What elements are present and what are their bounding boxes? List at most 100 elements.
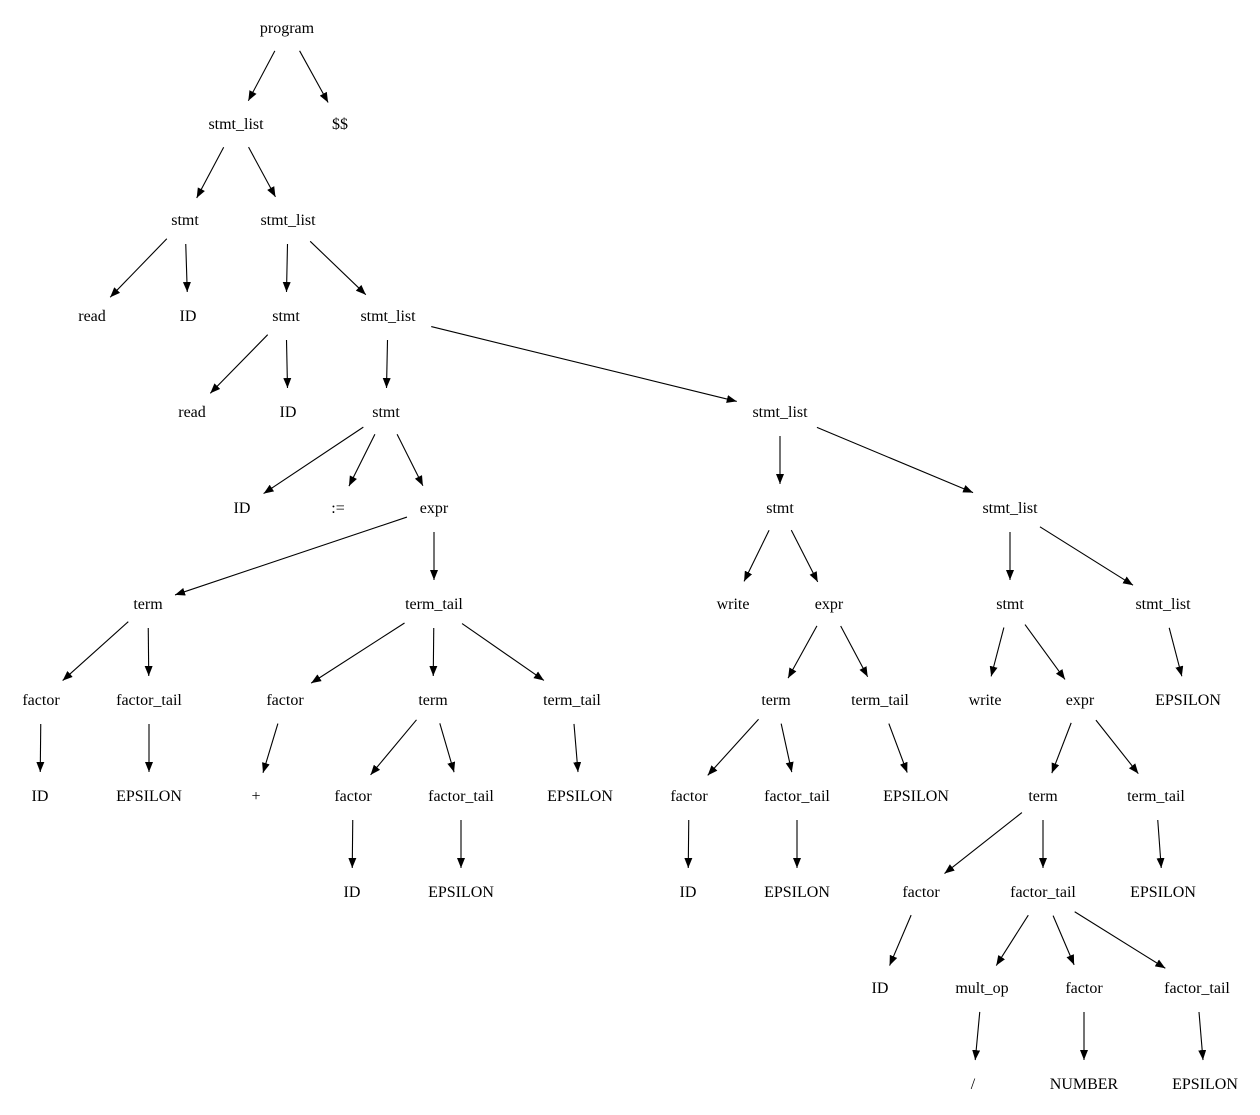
tree-edge-arrow [743,530,770,582]
tree-node-term-tail: term_tail [1127,788,1185,805]
tree-edge-arrow [1156,819,1165,869]
tree-edge-arrow [382,339,391,389]
tree-node-term-tail: term_tail [405,596,463,613]
tree-node-epsilon: EPSILON [1155,692,1221,709]
tree-edge-arrow [439,723,456,773]
tree-edge-arrow [787,625,818,679]
tree-node-id: ID [234,500,251,517]
tree-node-mult-op: mult_op [955,980,1008,997]
tree-node-epsilon: EPSILON [883,788,949,805]
edges [36,50,1207,1061]
tree-edge-arrow [182,243,191,293]
tree-node-read: read [178,404,206,421]
tree-node-: $$ [332,116,348,133]
tree-node-term: term [133,596,163,613]
tree-node-id: ID [872,980,889,997]
tree-edge-arrow [310,622,405,684]
tree-edge-arrow [1039,526,1134,586]
tree-edge-arrow [209,334,269,394]
tree-node-program: program [260,20,315,37]
tree-node-id: ID [32,788,49,805]
tree-node-stmt-list: stmt_list [752,404,808,421]
tree-node-stmt-list: stmt_list [1135,596,1191,613]
tree-node-term: term [761,692,791,709]
tree-edge-arrow [283,339,292,389]
tree-node-factor-tail: factor_tail [116,692,182,709]
tree-edge-arrow [348,433,376,487]
tree-node-factor-tail: factor_tail [764,788,830,805]
tree-node-epsilon: EPSILON [1172,1076,1238,1093]
tree-node-factor: factor [1065,980,1103,997]
tree-edge-arrow [262,723,279,773]
tree-node-write: write [717,596,750,613]
tree-node-epsilon: EPSILON [428,884,494,901]
tree-node-factor: factor [670,788,708,805]
tree-edge-arrow [840,625,869,678]
tree-edge-arrow [196,146,225,199]
tree-node-factor: factor [902,884,940,901]
tree-edge-arrow [1052,915,1075,966]
tree-node-term: term [1028,788,1058,805]
tree-edge-arrow [888,723,908,773]
tree-edge-arrow [790,529,819,583]
tree-node-stmt: stmt [996,596,1024,613]
tree-node-factor: factor [22,692,60,709]
tree-node-factor-tail: factor_tail [1164,980,1230,997]
tree-node-id: ID [180,308,197,325]
tree-edge-arrow [370,719,417,776]
tree-node-factor-tail: factor_tail [428,788,494,805]
tree-edge-arrow [348,819,357,869]
tree-node-stmt-list: stmt_list [360,308,416,325]
tree-node-stmt: stmt [272,308,300,325]
tree-edge-arrow [62,621,129,681]
tree-edge-arrow [816,426,974,494]
tree-edge-arrow [299,50,329,103]
tree-node-: := [331,500,344,517]
tree-edge-arrow [995,914,1029,966]
tree-node-expr: expr [1066,692,1095,709]
tree-node-expr: expr [815,596,844,613]
tree-edge-arrow [309,240,367,296]
tree-node-: + [251,788,260,805]
tree-node-expr: expr [420,500,449,517]
tree-node-stmt: stmt [372,404,400,421]
tree-node-term: term [418,692,448,709]
tree-node-stmt-list: stmt_list [208,116,264,133]
tree-edge-arrow [780,723,794,773]
tree-node-factor-tail: factor_tail [1010,884,1076,901]
tree-edge-arrow [889,914,912,966]
tree-edge-arrow [684,819,693,869]
tree-node-: / [971,1076,976,1093]
tree-node-id: ID [680,884,697,901]
tree-edge-arrow [1095,719,1139,775]
tree-edge-arrow [36,723,45,773]
tree-edge-arrow [1168,627,1184,677]
tree-edge-arrow [431,326,737,403]
tree-node-write: write [969,692,1002,709]
tree-node-number: NUMBER [1050,1076,1119,1093]
tree-edge-arrow [144,627,153,677]
tree-edge-arrow [247,50,276,102]
tree-edge-arrow [944,812,1023,874]
tree-edge-arrow [109,238,168,298]
tree-node-stmt-list: stmt_list [982,500,1038,517]
tree-edge-arrow [174,516,408,596]
tree-node-id: ID [280,404,297,421]
tree-edge-arrow [1074,911,1166,969]
tree-edge-arrow [989,627,1005,677]
tree-edge-arrow [396,433,424,487]
tree-node-epsilon: EPSILON [547,788,613,805]
tree-node-id: ID [344,884,361,901]
tree-edge-arrow [573,723,582,773]
tree-edge-arrow [429,627,438,677]
tree-node-term-tail: term_tail [543,692,601,709]
tree-edge-arrow [1024,624,1066,680]
tree-edge-arrow [263,426,364,495]
tree-node-epsilon: EPSILON [1130,884,1196,901]
tree-node-read: read [78,308,106,325]
tree-node-stmt: stmt [766,500,794,517]
tree-edge-arrow [707,718,759,776]
tree-edge-arrow [1198,1011,1207,1061]
